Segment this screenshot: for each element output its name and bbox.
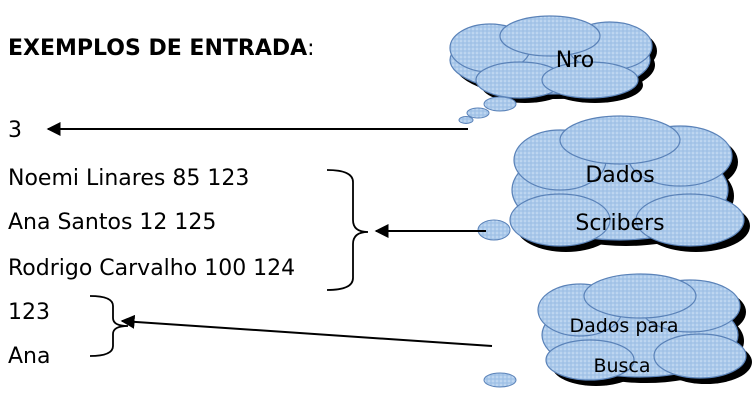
cloud-busca: Dados para Busca: [483, 273, 752, 388]
heading: EXEMPLOS DE ENTRADA:: [8, 36, 315, 62]
input-line-search-2: Ana: [8, 344, 51, 369]
cloud-scribers-line1: Dados: [585, 163, 654, 188]
heading-text: EXEMPLOS DE ENTRADA: [8, 36, 308, 61]
arrow-busca: [120, 314, 493, 347]
input-line-record-1: Noemi Linares 85 123: [8, 166, 250, 191]
cloud-nro-tail: [458, 96, 517, 124]
cloud-nro-label: Nro: [556, 48, 594, 73]
cloud-nro: Nro: [449, 15, 657, 124]
cloud-busca-tail: [483, 372, 517, 388]
cloud-scribers: Dados Scribers: [477, 115, 750, 252]
brace-scribers: [326, 169, 369, 291]
input-line-record-3: Rodrigo Carvalho 100 124: [8, 256, 296, 281]
cloud-scribers-body: [509, 115, 745, 247]
input-line-search-1: 123: [8, 300, 50, 325]
brace-busca: [89, 295, 129, 357]
input-line-record-2: Ana Santos 12 125: [8, 210, 217, 235]
cloud-busca-body: [537, 273, 747, 381]
cloud-busca-line1: Dados para: [569, 315, 678, 337]
cloud-busca-line2: Busca: [593, 355, 650, 377]
cloud-nro-body: [449, 15, 653, 99]
cloud-scribers-line2: Scribers: [575, 211, 664, 236]
input-line-count: 3: [8, 118, 22, 143]
heading-colon: :: [307, 36, 315, 61]
